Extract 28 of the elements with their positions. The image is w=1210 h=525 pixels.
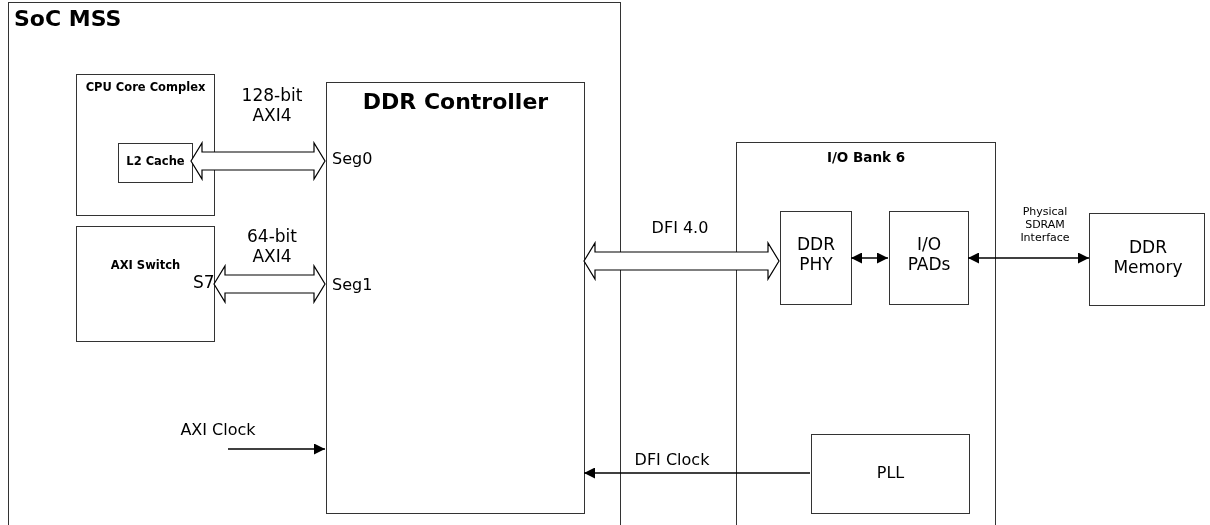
- block-title: DDR Controller: [361, 89, 550, 115]
- block-title: AXI Switch: [109, 259, 182, 273]
- bus-arrow: [213, 263, 326, 305]
- port-label: Seg0: [332, 150, 373, 169]
- arrow: [227, 443, 326, 455]
- block-box: [1089, 213, 1205, 306]
- bus-arrow: [583, 240, 780, 282]
- block-box: [76, 226, 215, 342]
- block-box: [76, 74, 215, 216]
- block-title: DDR Memory: [1112, 238, 1184, 278]
- arrow: [967, 252, 1090, 264]
- block-title: I/O PADs: [906, 235, 952, 275]
- block-title: DDR PHY: [796, 235, 836, 275]
- block-title: I/O Bank 6: [825, 150, 907, 166]
- block-title: SoC MSS: [14, 6, 122, 32]
- port-label: Seg1: [332, 276, 373, 295]
- block-box: [811, 434, 970, 514]
- block-box: [326, 82, 585, 514]
- block-title: CPU Core Complex: [84, 81, 207, 95]
- arrow: [583, 467, 811, 479]
- block-box: [780, 211, 852, 305]
- arrow: [850, 252, 889, 264]
- block-box: [118, 143, 193, 183]
- port-label: S7: [193, 273, 215, 293]
- block-title: L2 Cache: [125, 155, 186, 169]
- bus-arrow: [190, 140, 326, 182]
- block-title: PLL: [875, 464, 906, 483]
- block-box: [889, 211, 969, 305]
